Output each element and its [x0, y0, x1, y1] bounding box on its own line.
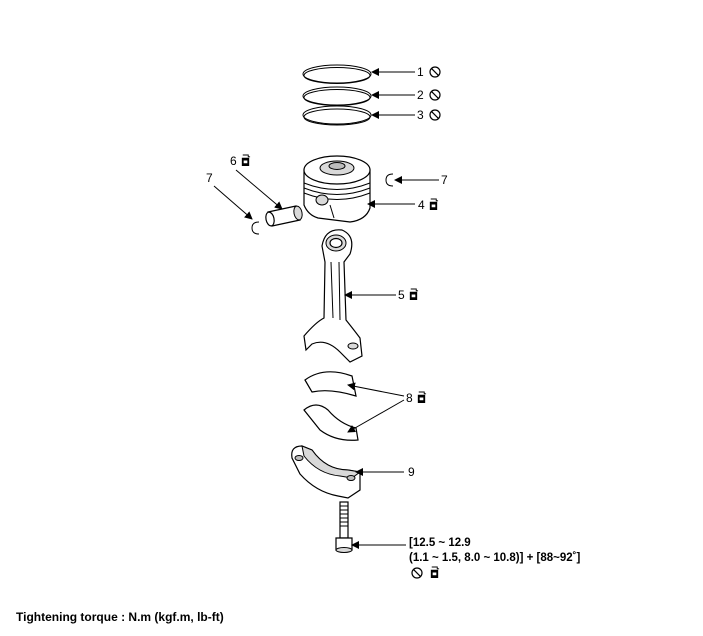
snap-ring-left: [251, 221, 260, 235]
no-reuse-icon: [429, 89, 441, 101]
piston-pin: [265, 205, 303, 227]
label-bearings: 8: [406, 391, 413, 405]
torque-spec-line1: [12.5 ~ 12.9: [409, 537, 471, 549]
piston: [303, 155, 371, 223]
connecting-rod-cap: [291, 445, 362, 499]
label-snap-ring-left: 7: [206, 171, 213, 185]
torque-spec-line2: (1.1 ~ 1.5, 8.0 ~ 10.8)] + [88~92˚]: [409, 552, 580, 564]
connecting-rod-bolt: [335, 501, 353, 553]
label-snap-ring-right: 7: [441, 173, 448, 187]
oil-can-icon: [417, 391, 427, 404]
piston-ring-oil: [302, 105, 372, 126]
connecting-rod: [303, 229, 363, 363]
oil-can-icon: [409, 288, 419, 301]
oil-can-icon: [430, 566, 440, 579]
oil-can-icon: [241, 154, 251, 167]
tightening-torque-note: Tightening torque : N.m (kgf.m, lb-ft): [16, 610, 224, 624]
label-rod-cap: 9: [408, 465, 415, 479]
label-connecting-rod: 5: [398, 288, 405, 302]
no-reuse-icon: [429, 66, 441, 78]
bearing-lower: [303, 404, 359, 441]
oil-can-icon: [429, 198, 439, 211]
label-ring-second: 2: [417, 88, 424, 102]
no-reuse-icon: [411, 567, 423, 579]
label-piston: 4: [418, 198, 425, 212]
snap-ring-right: [385, 173, 394, 187]
no-reuse-icon: [429, 109, 441, 121]
label-ring-oil: 3: [417, 108, 424, 122]
bearing-upper: [304, 371, 357, 397]
piston-ring-second: [302, 86, 372, 106]
piston-ring-top: [302, 64, 372, 84]
label-piston-pin: 6: [230, 154, 237, 168]
label-ring-top: 1: [417, 65, 424, 79]
